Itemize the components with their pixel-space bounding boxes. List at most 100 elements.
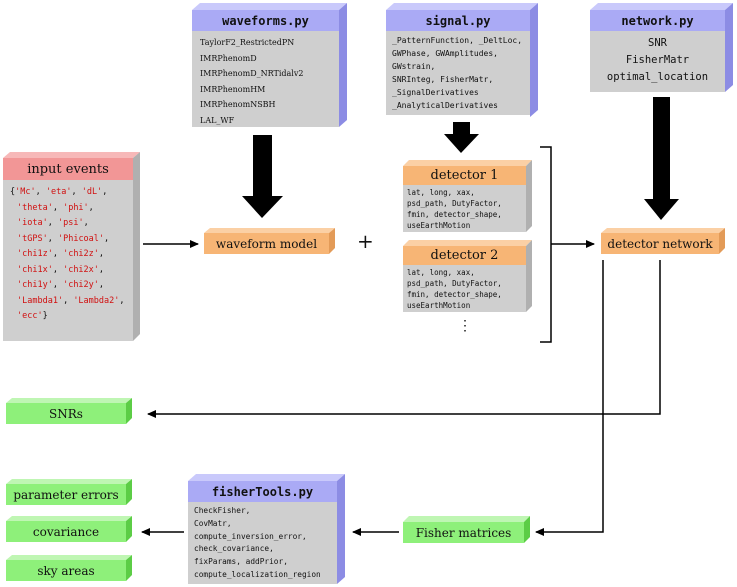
fishertools-module: fisherTools.py CheckFisher, CovMatr, com… [188, 481, 337, 584]
fisher-matrices-side [524, 516, 530, 543]
output-parameter-errors: parameter errors [6, 484, 126, 505]
input-event-punct: , [98, 280, 105, 290]
detector1-param: useEarthMotion [407, 221, 471, 230]
out2-top [6, 516, 132, 521]
signal-box-side [530, 3, 538, 117]
waveforms-module: waveforms.py TaylorF2_RestrictedPN IMRPh… [192, 10, 339, 127]
input-event-punct: } [42, 311, 48, 321]
input-event-key: 'chi2z' [63, 249, 99, 259]
out3-side [126, 555, 132, 581]
signal-item: SNRInteg, FisherMatr, [392, 75, 494, 84]
input-box-side [133, 152, 140, 341]
input-event-line: 'chi1z', 'chi2z', [10, 247, 126, 263]
snrs-top [6, 398, 132, 403]
input-event-punct: , [52, 264, 64, 275]
detector1-param: lat, long, xax, [407, 188, 475, 197]
input-box-top [3, 152, 140, 158]
fisher-matrices-label: Fisher matrices [415, 525, 512, 540]
waveforms-item: IMRPhenomHM [200, 84, 266, 94]
waveforms-box-side [339, 3, 347, 127]
input-event-line: 'tGPS', 'Phicoal', [10, 232, 126, 248]
input-event-line: 'iota', 'psi', [10, 216, 126, 232]
signal-list: _PatternFunction, _DeltLoc, GWPhase, GWA… [386, 31, 530, 115]
output-label: parameter errors [13, 487, 119, 502]
waveform-model-label: waveform model [215, 236, 318, 251]
signal-item: GWstrain, [392, 62, 436, 71]
network-box-top [590, 3, 733, 10]
input-event-punct: , [83, 218, 89, 228]
snrs-side [126, 398, 132, 424]
thick-arrow-network [644, 97, 679, 220]
waveform-model-box: waveform model [204, 233, 329, 254]
waveforms-item: LAL_WF [200, 115, 235, 125]
input-event-key: 'chi1z' [17, 249, 53, 259]
waveform-model-side [329, 228, 335, 254]
snrs-box: SNRs [6, 403, 126, 424]
detector-bracket [540, 146, 552, 343]
waveforms-item: IMRPhenomD [200, 53, 257, 63]
out2-side [126, 516, 132, 542]
network-list: SNR FisherMatr optimal_location [590, 31, 725, 92]
waveforms-list: TaylorF2_RestrictedPN IMRPhenomD IMRPhen… [192, 31, 339, 127]
waveforms-title: waveforms.py [192, 10, 339, 31]
detector2-side [526, 240, 532, 312]
detector-network-side [719, 228, 725, 254]
fishertools-item: check_covariance, [194, 544, 274, 554]
input-event-line: 'ecc'} [10, 309, 126, 325]
fishertools-title: fisherTools.py [188, 481, 337, 502]
input-event-key: 'Mc' [15, 187, 36, 197]
detector1-param: psd_path, DutyFactor, [407, 199, 502, 208]
fisher-matrices-top [403, 516, 530, 522]
signal-item: _AnalyticalDerivatives [392, 101, 498, 110]
detector2-param: psd_path, DutyFactor, [407, 279, 502, 288]
input-event-key: 'chi1y' [17, 280, 53, 290]
input-event-key: 'Lambda1' [17, 295, 64, 306]
input-event-punct: , [98, 249, 105, 259]
detector1-param: fmin, detector_shape, [407, 210, 502, 219]
more-detectors-ellipsis: ⋮ [458, 318, 472, 334]
fishertools-item: CheckFisher, [194, 506, 251, 515]
network-item: FisherMatr [625, 54, 690, 66]
fishertools-item: compute_localization_region [194, 569, 321, 579]
waveform-model-top [204, 228, 335, 233]
input-event-line: 'chi1x', 'chi2x', [10, 263, 126, 279]
network-item: SNR [648, 37, 667, 49]
detector1-side [526, 160, 532, 232]
detector1-params: lat, long, xax, psd_path, DutyFactor, fm… [403, 185, 526, 232]
waveforms-item: IMRPhenomD_NRTidalv2 [200, 69, 304, 78]
detector2-box: detector 2 lat, long, xax, psd_path, Dut… [403, 246, 526, 312]
input-event-line: 'theta', 'phi', [10, 201, 126, 217]
input-event-punct: , [63, 295, 74, 306]
input-event-key: 'chi2x' [63, 264, 99, 275]
input-event-punct: , [102, 187, 108, 197]
detector1-box: detector 1 lat, long, xax, psd_path, Dut… [403, 166, 526, 232]
network-module: network.py SNR FisherMatr optimal_locati… [590, 10, 725, 92]
output-covariance: covariance [6, 521, 126, 542]
input-event-key: 'tGPS' [17, 233, 48, 244]
input-event-punct: , [104, 233, 110, 244]
input-event-punct: , [47, 233, 58, 244]
input-events-box: input events {'Mc', 'eta', 'dL','theta',… [3, 158, 133, 341]
thick-arrow-waveforms [242, 135, 283, 218]
detector2-title: detector 2 [403, 246, 526, 265]
detector-network-box: detector network [601, 233, 719, 254]
input-event-punct: { [10, 187, 16, 197]
out1-top [6, 479, 132, 484]
detector-network-top [601, 228, 725, 233]
arrow-network-to-snrs [147, 260, 661, 418]
thick-arrow-signal [444, 122, 479, 153]
input-event-punct: , [88, 202, 94, 213]
output-label: sky areas [37, 563, 95, 578]
waveforms-box-top [192, 3, 347, 10]
network-title: network.py [590, 10, 725, 31]
input-event-punct: , [119, 295, 125, 306]
fisher-matrices-box: Fisher matrices [403, 522, 524, 543]
detector1-top [403, 160, 532, 166]
signal-module: signal.py _PatternFunction, _DeltLoc, GW… [386, 10, 530, 117]
input-event-punct: , [98, 264, 105, 275]
fishertools-item: compute_inversion_error, [194, 531, 307, 541]
signal-box-top [386, 3, 538, 10]
out1-side [126, 479, 132, 505]
input-event-punct: , [52, 249, 64, 259]
